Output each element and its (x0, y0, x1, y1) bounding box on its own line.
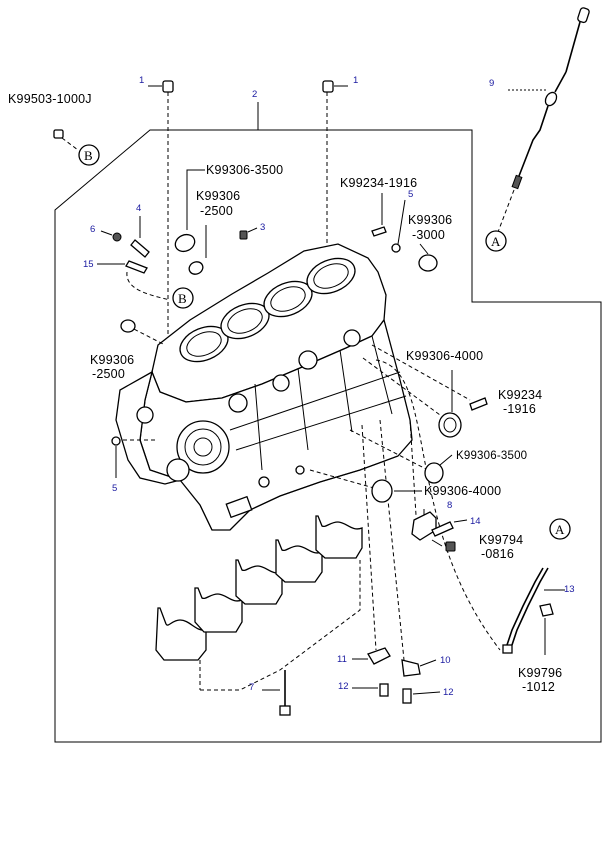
leader-dash-8 (375, 359, 501, 651)
leader-dash-2 (371, 344, 471, 401)
bracket-ref-10 (401, 659, 437, 677)
dipstick-upper (497, 7, 590, 233)
stud-ref-4 (130, 216, 150, 258)
label-k99796-1012-a: K99796 (518, 666, 562, 680)
welch-plug-2500-left (120, 319, 136, 333)
label-k99234-1916-right-a: K99234 (498, 388, 542, 402)
label-k99306-3500-mid: K99306-3500 (456, 450, 527, 462)
label-k99306-2500-left-b: -2500 (92, 367, 125, 381)
ref-1-right: 1 (353, 75, 358, 86)
ref-9: 9 (489, 78, 494, 89)
connector-b-block (172, 287, 194, 309)
bolt-ref-7 (262, 670, 291, 716)
welch-plug-3500-mid (424, 454, 453, 484)
dowel-ref-6 (100, 230, 122, 242)
assembly-frame (54, 129, 602, 743)
plug-ref-5-left (111, 436, 121, 478)
plug-ref-5-top (391, 199, 406, 253)
cylinder-block (115, 243, 413, 531)
label-k99503-1000j: K99503-1000J (8, 92, 92, 106)
connector-a-right (549, 518, 571, 540)
welch-plug-3000 (418, 243, 438, 272)
ref-10: 10 (440, 655, 451, 666)
bracket-ref-11 (352, 647, 391, 665)
ref-14: 14 (470, 516, 481, 527)
label-k99306-2500-top-a: K99306 (196, 189, 240, 203)
welch-plug-3500-top (174, 169, 205, 253)
label-k99306-4000-top: K99306-4000 (406, 349, 483, 363)
leader-dash-3 (349, 429, 429, 471)
welch-plug-4000-bottom (371, 479, 422, 503)
label-k99306-3000-a: K99306 (408, 213, 452, 227)
ref-12-left: 12 (338, 681, 349, 692)
connector-b-left (78, 144, 100, 166)
label-k99234-1916-top: K99234-1916 (340, 176, 417, 190)
plug-ref-1-left (148, 80, 174, 335)
bolt-k99794 (431, 539, 456, 552)
label-k99306-3000-b: -3000 (412, 228, 445, 242)
pin-k99234-top (371, 193, 387, 237)
connector-a-top-label: A (491, 234, 501, 249)
welch-plug-4000-top (438, 370, 462, 438)
ref-2: 2 (252, 89, 257, 100)
bolt-ref-3 (239, 227, 258, 240)
ref-8: 8 (447, 500, 452, 511)
connector-b-block-label: B (178, 291, 187, 306)
pin-k99234-right (469, 397, 488, 411)
stud-ref-15 (97, 260, 171, 301)
plug-ref-1-right (322, 80, 348, 245)
bolt-ref-12-left (352, 683, 389, 697)
ref-5-top: 5 (408, 189, 413, 200)
ref-6: 6 (90, 224, 95, 235)
ref-12-right: 12 (443, 687, 454, 698)
dipstick-tube-ref-13 (502, 567, 565, 655)
label-k99306-4000-bottom: K99306-4000 (424, 484, 501, 498)
ref-5-left: 5 (112, 483, 117, 494)
label-k99306-2500-top-b: -2500 (200, 204, 233, 218)
ref-11: 11 (337, 654, 347, 665)
connector-a-right-label: A (555, 522, 565, 537)
label-k99796-1012-b: -1012 (522, 680, 555, 694)
ref-13: 13 (564, 584, 575, 595)
bolt-ref-12-right (402, 688, 441, 704)
welch-plug-2500-top (188, 225, 207, 275)
connector-a-top (485, 230, 507, 252)
connector-b-left-label: B (84, 148, 93, 163)
label-k99794-0816-b: -0816 (481, 547, 514, 561)
ref-3: 3 (260, 222, 265, 233)
bolt-ref-14 (431, 519, 468, 537)
plug-k99503 (53, 129, 79, 151)
label-k99234-1916-right-b: -1916 (503, 402, 536, 416)
leader-dash-5 (409, 419, 417, 516)
ref-7: 7 (249, 682, 254, 693)
leader-dash-7 (379, 419, 405, 661)
leader-dash-6 (361, 424, 377, 651)
label-k99306-3500-top: K99306-3500 (206, 163, 283, 177)
label-k99306-2500-left-a: K99306 (90, 353, 134, 367)
ref-15: 15 (83, 259, 94, 270)
main-bearing-caps (155, 515, 363, 691)
leader-dash-1 (362, 357, 441, 416)
label-k99794-0816-a: K99794 (479, 533, 523, 547)
ref-1-left: 1 (139, 75, 144, 86)
ref-4: 4 (136, 203, 141, 214)
